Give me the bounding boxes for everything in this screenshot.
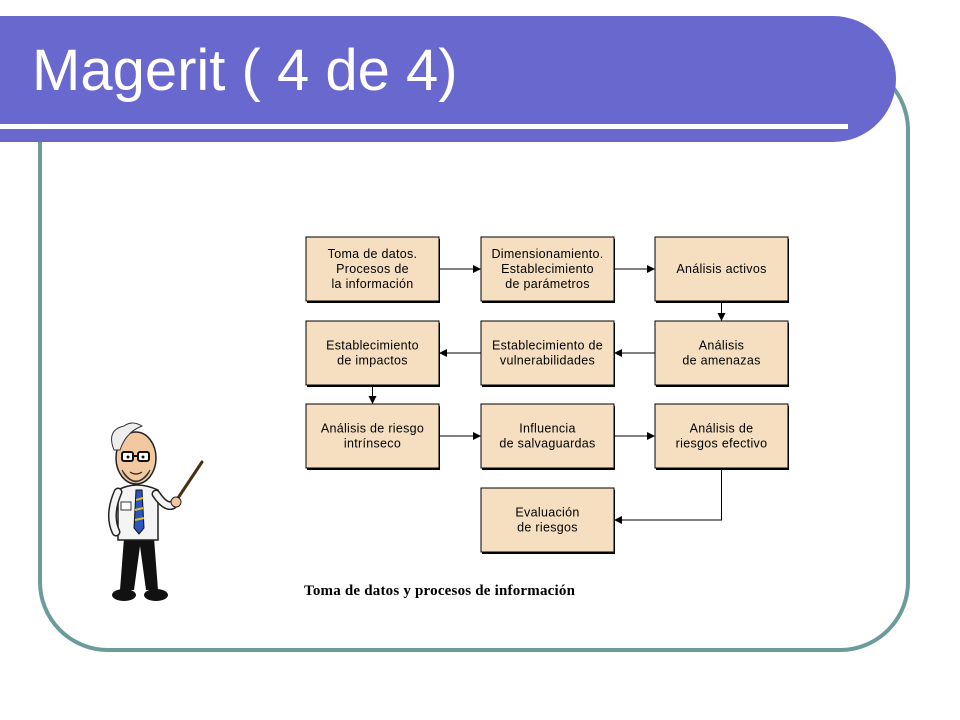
box-label: Establecimiento (326, 339, 419, 353)
box-label: Análisis de (690, 422, 754, 436)
box-label: Evaluación (515, 506, 579, 520)
title-underline (0, 124, 848, 129)
box-rect (480, 403, 615, 469)
box-rect (654, 320, 789, 386)
box-label: la información (331, 277, 413, 291)
box-label: riesgos efectivo (676, 437, 768, 451)
box-label: de impactos (337, 354, 408, 368)
box-rect (654, 236, 789, 302)
arrow-riesgo-efectivo-to-evaluacion (614, 470, 722, 524)
box-label: Análisis (699, 339, 744, 353)
box-label: de riesgos (517, 521, 578, 535)
box-label: Análisis de riesgo (321, 422, 424, 436)
box-rect (480, 487, 615, 553)
box-label: Establecimiento de (492, 339, 603, 353)
box-analisis-activos: Análisis activos (654, 236, 789, 303)
box-rect (480, 236, 615, 302)
box-rect (305, 320, 440, 386)
diagram-caption: Toma de datos y procesos de información (304, 583, 576, 599)
box-label: Dimensionamiento. (491, 247, 603, 261)
box-label: de salvaguardas (499, 437, 595, 451)
teacher-clipart (108, 422, 204, 601)
box-label: intrínseco (344, 437, 401, 451)
page-title: Magerit ( 4 de 4) (32, 38, 458, 103)
box-label: Influencia (519, 422, 576, 436)
box-rect (305, 236, 440, 302)
connectors (368, 265, 726, 524)
box-label: Toma de datos. (328, 247, 418, 261)
title-bar (0, 16, 896, 142)
box-rect (305, 403, 440, 469)
box-label: de amenazas (682, 354, 760, 368)
box-label: de parámetros (505, 277, 590, 291)
box-label: Análisis activos (676, 262, 766, 276)
box-rect (480, 320, 615, 386)
box-label: Procesos de (336, 262, 409, 276)
box-label: Establecimiento (501, 262, 594, 276)
box-rect (654, 403, 789, 469)
box-label: vulnerabilidades (500, 354, 595, 368)
